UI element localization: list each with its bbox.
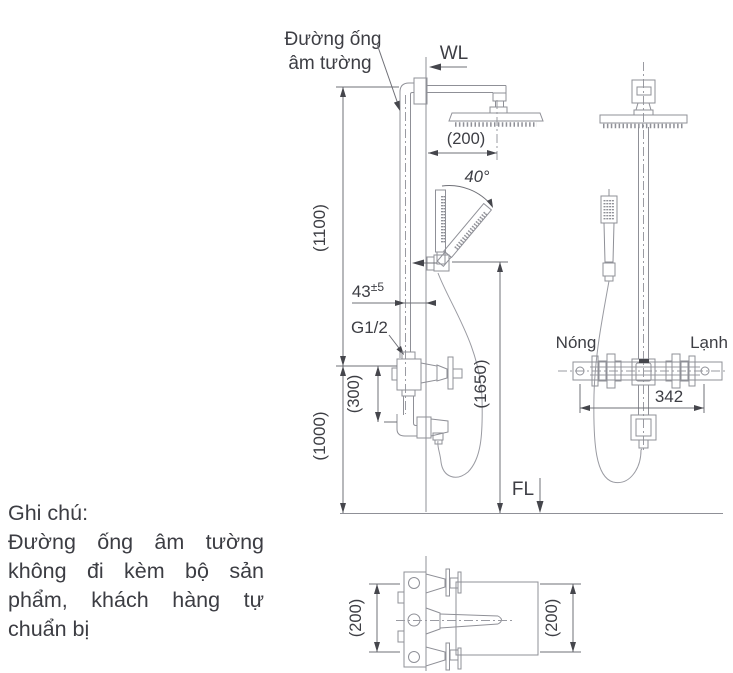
wall-line-marker: WL bbox=[429, 43, 468, 71]
angle-arc: 40° bbox=[442, 168, 493, 208]
dim-plan-right-label: (200) bbox=[543, 599, 561, 638]
dim-upper-riser: (1100) bbox=[310, 87, 399, 366]
dim-1100-label: (1100) bbox=[310, 204, 329, 252]
mixer-valve-front bbox=[558, 354, 728, 388]
concealed-pipe bbox=[400, 78, 427, 414]
hand-shower-hose-side bbox=[438, 273, 482, 477]
thread-label: G1/2 bbox=[351, 318, 388, 337]
dim-head-offset: (200) bbox=[428, 130, 497, 156]
hand-shower-hose-front bbox=[594, 281, 642, 483]
side-view: (200) 40° bbox=[284, 29, 723, 514]
cold-label: Lạnh bbox=[690, 333, 728, 352]
dim-spout-drop: (300) bbox=[345, 366, 397, 422]
concealed-pipe-callout: Đường ống âm tường bbox=[284, 29, 400, 111]
concealed-pipe-label-line2: âm tường bbox=[288, 53, 371, 74]
plan-spout bbox=[396, 608, 514, 634]
shower-arm bbox=[427, 86, 507, 114]
note-heading: Ghi chú: bbox=[8, 501, 89, 525]
dim-300-label: (300) bbox=[345, 375, 363, 414]
dim-1000-label: (1000) bbox=[310, 411, 329, 460]
plan-handle-bottom bbox=[426, 643, 461, 670]
note-block: Ghi chú: Đường ống âm tường không đi kèm… bbox=[8, 499, 264, 644]
fl-label: FL bbox=[512, 479, 534, 500]
rain-shower-head-side bbox=[449, 100, 543, 160]
plan-valve-body bbox=[398, 572, 426, 667]
hot-label: Nóng bbox=[556, 333, 597, 352]
angle-label: 40° bbox=[465, 168, 490, 186]
dim-plan-left-label: (200) bbox=[347, 599, 365, 638]
spout-assembly-side bbox=[397, 396, 448, 444]
front-view: 342 Nóng Lạnh bbox=[556, 62, 728, 483]
dim-43-label: 43±5 bbox=[352, 280, 385, 301]
hand-shower-holder bbox=[412, 255, 449, 271]
spout-front bbox=[631, 415, 656, 448]
dim-valve-to-floor: (1000) bbox=[310, 366, 346, 513]
riser-pipe-front bbox=[639, 127, 649, 415]
hand-shower-angled bbox=[436, 204, 491, 267]
dim-plan-left: (200) bbox=[347, 584, 400, 652]
dim-valve-width: 342 bbox=[580, 384, 704, 413]
dim-1650-label: (1650) bbox=[471, 359, 490, 408]
dim-200-top-label: (200) bbox=[447, 130, 486, 148]
note-line: chuẩn bị bbox=[8, 617, 90, 641]
wl-label: WL bbox=[440, 43, 469, 64]
plan-shower-area bbox=[456, 582, 538, 655]
plan-view: (200) (200) bbox=[347, 556, 581, 671]
concealed-pipe-label-line1: Đường ống bbox=[284, 29, 381, 50]
note-line: phẩm, khách hàng tự bbox=[8, 588, 264, 612]
rain-shower-head-front bbox=[600, 115, 687, 126]
thread-callout: G1/2 bbox=[351, 318, 404, 355]
plan-handle-top bbox=[426, 569, 461, 596]
dim-holder-height: (1650) bbox=[452, 262, 508, 513]
dim-plan-right: (200) bbox=[540, 584, 581, 652]
hand-shower-front bbox=[601, 189, 617, 281]
note-line: Đường ống âm tường bbox=[8, 530, 264, 554]
note-line: không đi kèm bộ sản bbox=[8, 559, 264, 583]
dim-pipe-to-wall: 43±5 bbox=[352, 280, 436, 306]
floor-line-marker: FL bbox=[512, 478, 544, 513]
mixer-valve-side bbox=[392, 352, 462, 396]
dim-342-label: 342 bbox=[655, 387, 683, 406]
